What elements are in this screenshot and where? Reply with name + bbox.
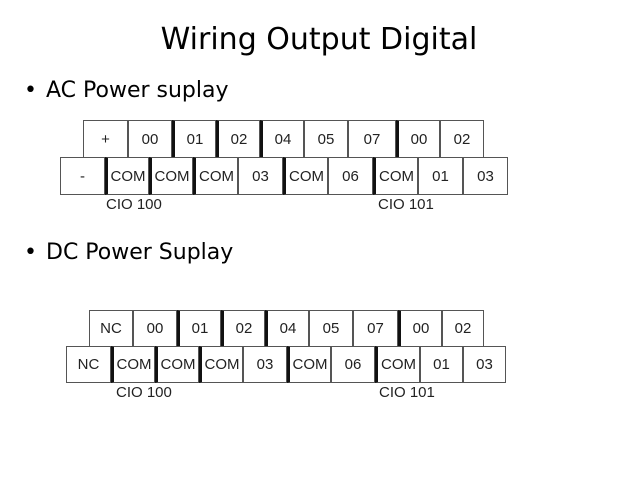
- terminal-ac-bottom-8: 01: [418, 157, 463, 195]
- terminal-dc-top-6: 07: [353, 310, 398, 347]
- terminal-ac-bottom-4: 03: [238, 157, 283, 195]
- terminal-ac-bottom-9: 03: [463, 157, 508, 195]
- dc-cio-101-label: CIO 101: [379, 384, 435, 401]
- dc-heading: DC Power Suplay: [46, 240, 234, 265]
- terminal-dc-bottom-3: COM: [199, 346, 243, 383]
- terminal-ac-bottom-5: COM: [283, 157, 328, 195]
- terminal-ac-bottom-2: COM: [149, 157, 193, 195]
- terminal-ac-bottom-0: -: [60, 157, 105, 195]
- terminal-dc-bottom-7: COM: [375, 346, 420, 383]
- ac-cio-101-label: CIO 101: [378, 196, 434, 213]
- terminal-dc-bottom-9: 03: [463, 346, 506, 383]
- terminal-dc-top-1: 00: [133, 310, 177, 347]
- ac-cio-100-label: CIO 100: [106, 196, 162, 213]
- dc-cio-100-label: CIO 100: [116, 384, 172, 401]
- terminal-dc-top-5: 05: [309, 310, 353, 347]
- terminal-dc-top-3: 02: [221, 310, 265, 347]
- terminal-ac-bottom-7: COM: [373, 157, 418, 195]
- terminal-ac-bottom-3: COM: [193, 157, 238, 195]
- terminal-ac-bottom-6: 06: [328, 157, 373, 195]
- terminal-dc-top-8: 02: [442, 310, 484, 347]
- terminal-ac-top-4: 04: [260, 120, 304, 158]
- bullet-dot: •: [24, 240, 37, 265]
- terminal-dc-bottom-5: COM: [287, 346, 331, 383]
- terminal-dc-bottom-8: 01: [420, 346, 463, 383]
- ac-heading: AC Power suplay: [46, 78, 229, 103]
- terminal-ac-top-5: 05: [304, 120, 348, 158]
- terminal-dc-bottom-1: COM: [111, 346, 155, 383]
- terminal-ac-top-8: 02: [440, 120, 484, 158]
- terminal-dc-top-7: 00: [398, 310, 442, 347]
- terminal-dc-top-0: NC: [89, 310, 133, 347]
- terminal-dc-top-4: 04: [265, 310, 309, 347]
- terminal-ac-top-3: 02: [216, 120, 260, 158]
- terminal-dc-bottom-0: NC: [66, 346, 111, 383]
- bullet-dc: • DC Power Suplay: [24, 240, 233, 265]
- slide-title: Wiring Output Digital: [160, 22, 478, 57]
- terminal-ac-top-7: 00: [396, 120, 440, 158]
- terminal-dc-bottom-6: 06: [331, 346, 375, 383]
- bullet-dot: •: [24, 78, 37, 103]
- terminal-ac-bottom-1: COM: [105, 157, 149, 195]
- terminal-dc-bottom-2: COM: [155, 346, 199, 383]
- bullet-ac: • AC Power suplay: [24, 78, 229, 103]
- terminal-dc-top-2: 01: [177, 310, 221, 347]
- terminal-ac-top-6: 07: [348, 120, 396, 158]
- terminal-ac-top-2: 01: [172, 120, 216, 158]
- terminal-ac-top-1: 00: [128, 120, 172, 158]
- terminal-dc-bottom-4: 03: [243, 346, 287, 383]
- terminal-ac-top-0: +: [83, 120, 128, 158]
